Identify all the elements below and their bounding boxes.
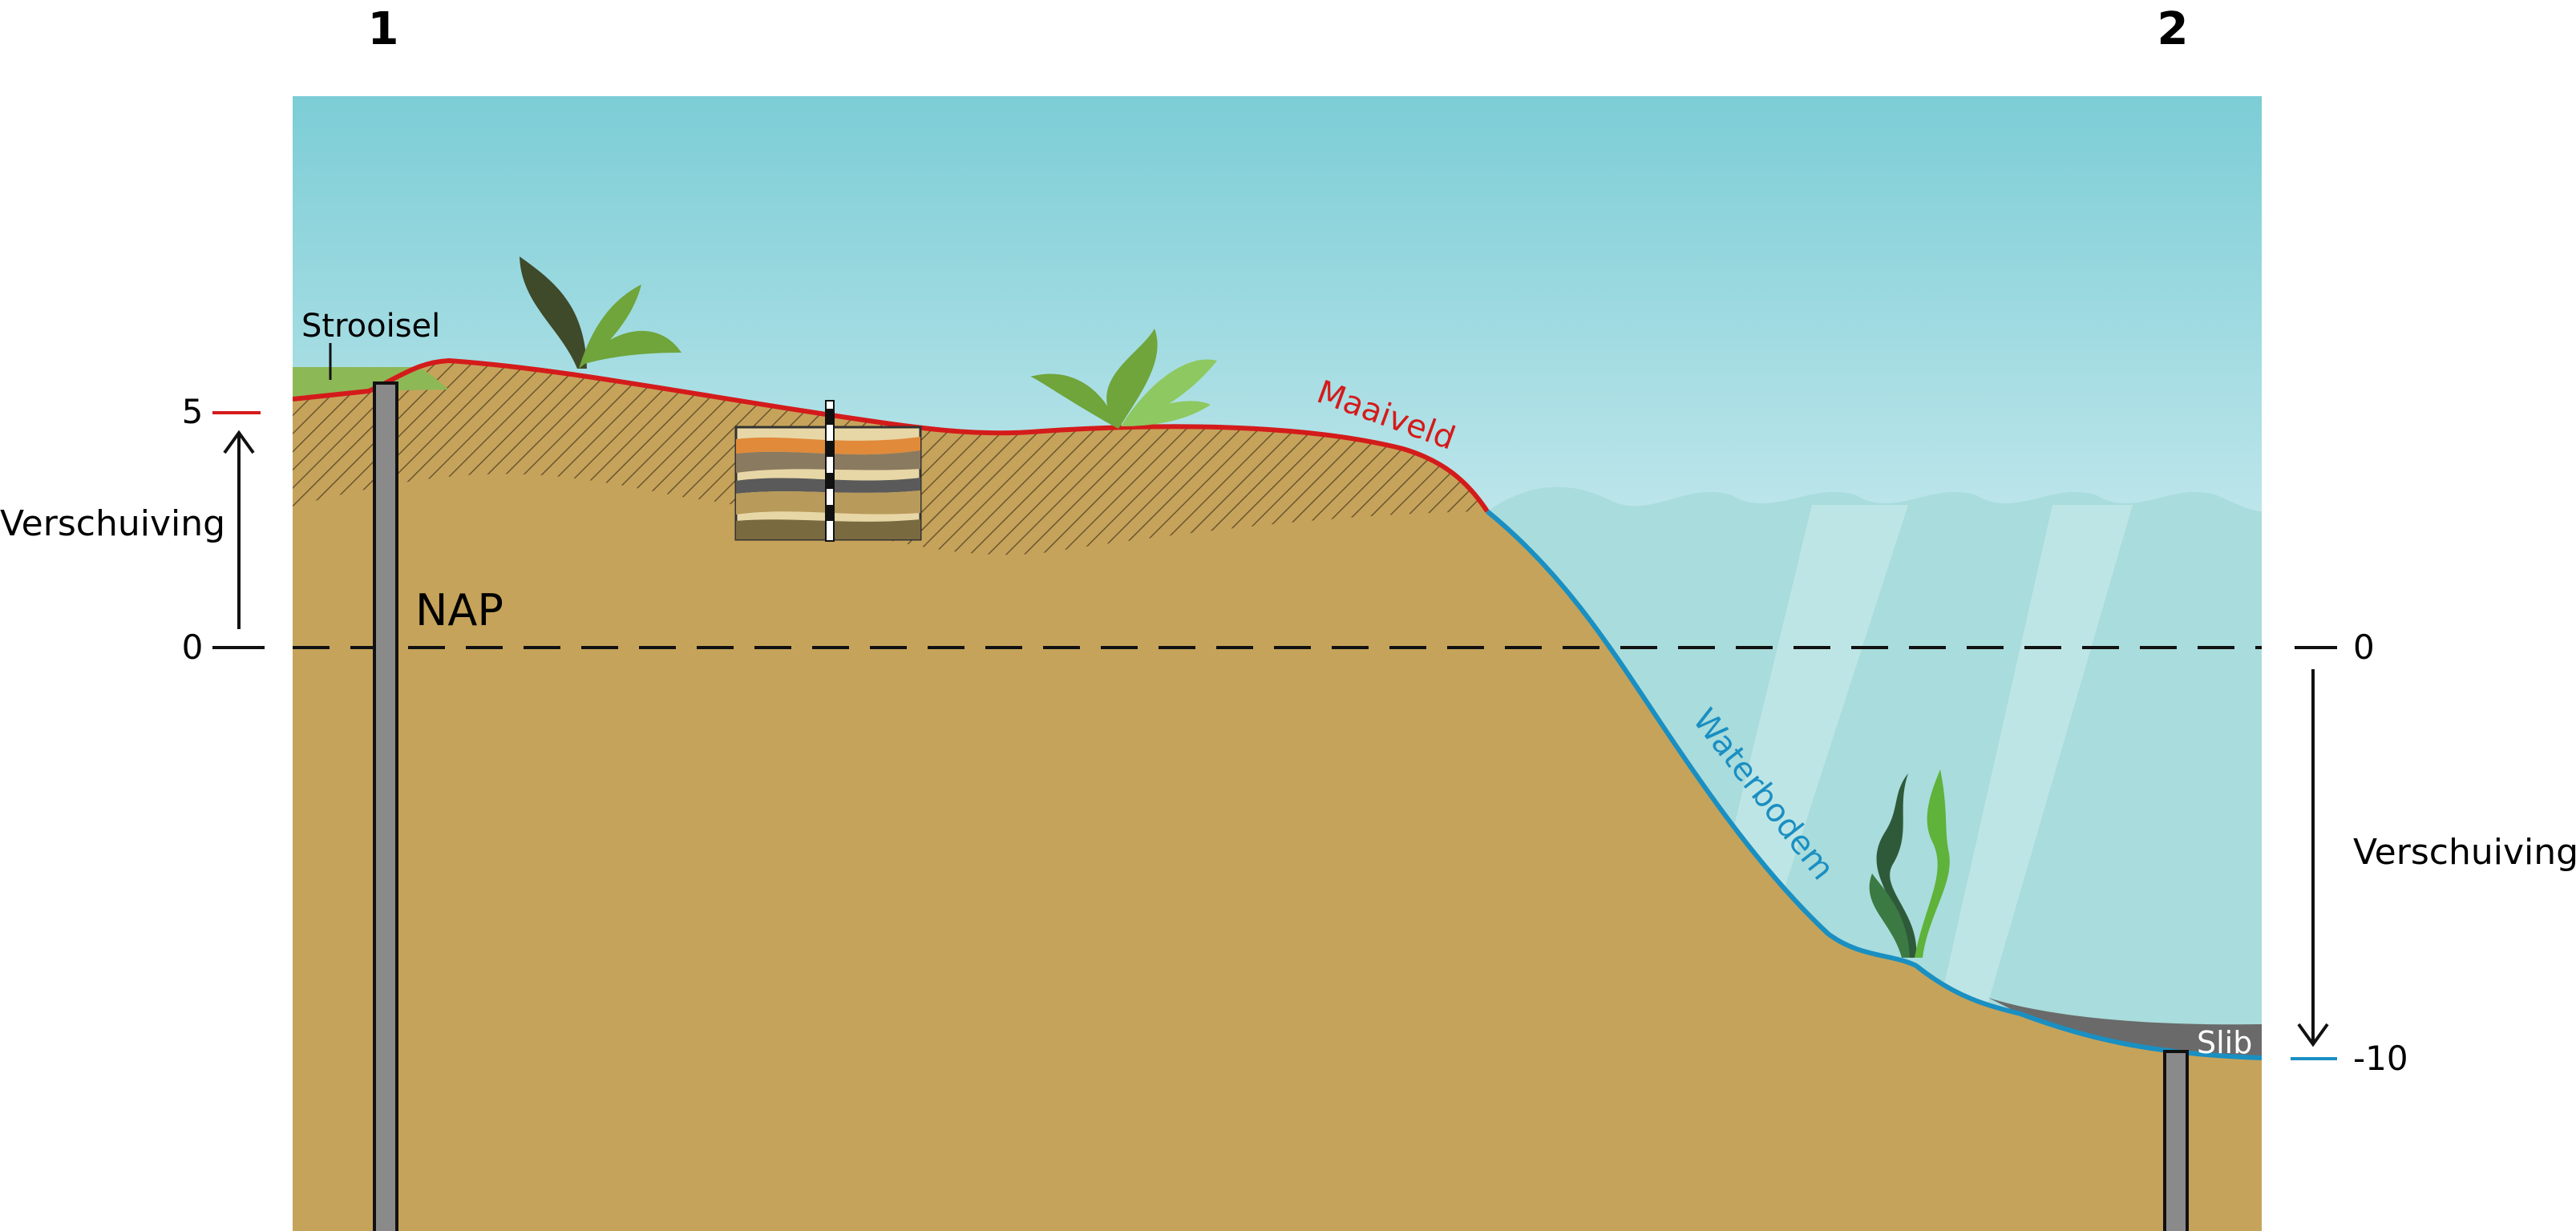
strooisel-label: Strooisel bbox=[301, 308, 440, 345]
marker-2: 2 bbox=[2157, 3, 2189, 55]
slib-label: Slib bbox=[2197, 1025, 2252, 1060]
pile-2 bbox=[2163, 1050, 2189, 1231]
strooisel-layer bbox=[293, 367, 449, 399]
scale-left-5: 5 bbox=[182, 392, 204, 431]
plant-icon bbox=[1030, 329, 1217, 429]
pile-1 bbox=[373, 381, 398, 1231]
scale-right-0: 0 bbox=[2353, 628, 2375, 667]
verschuiving-left-label: Verschuiving bbox=[0, 503, 225, 544]
nap-label: NAP bbox=[415, 585, 503, 636]
soil-core-icon bbox=[734, 400, 922, 542]
shift-arrow-right-head bbox=[2297, 1023, 2329, 1047]
scale-right-minus10: -10 bbox=[2353, 1039, 2408, 1078]
scale-left-0: 0 bbox=[182, 628, 204, 667]
maaiveld-line bbox=[293, 357, 1490, 513]
shift-arrow-left-head bbox=[223, 430, 255, 454]
verschuiving-right-label: Verschuiving bbox=[2353, 832, 2576, 873]
waterbodem-line bbox=[1486, 509, 2262, 1060]
seaweed-icon bbox=[1869, 769, 1950, 958]
slib-layer bbox=[1988, 998, 2262, 1059]
soil bbox=[293, 361, 2262, 1231]
plant-icon bbox=[520, 256, 681, 369]
light-ray bbox=[1940, 505, 2133, 1002]
marker-1: 1 bbox=[368, 3, 399, 55]
